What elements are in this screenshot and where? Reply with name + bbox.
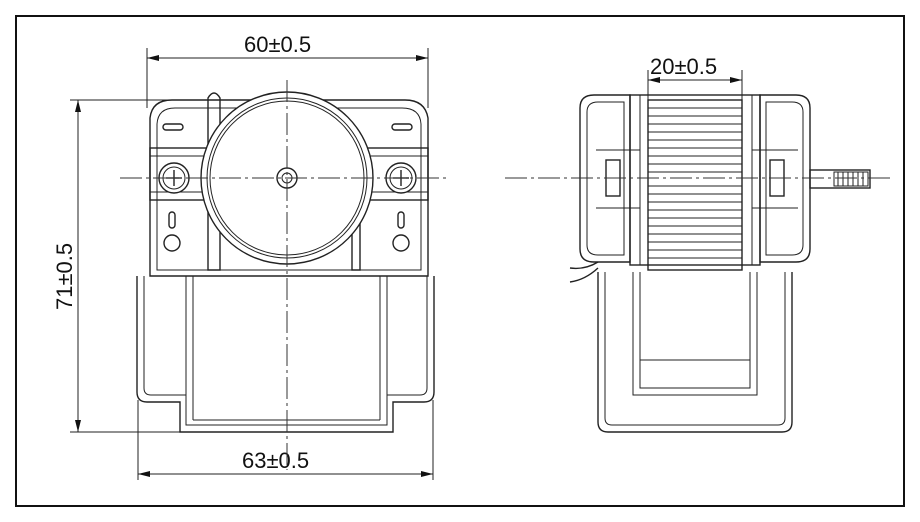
dimension-top-label: 60±0.5	[244, 32, 311, 57]
dimension-left-label: 71±0.5	[52, 243, 77, 310]
lamination-stack	[647, 99, 743, 271]
side-view: 20±0.5	[505, 54, 890, 433]
dimension-left-front: 71±0.5	[52, 99, 205, 433]
motor-shaft	[809, 169, 871, 189]
front-view: 60±0.5 71±0.5 63±0.5	[52, 32, 450, 480]
dimension-top-side: 20±0.5	[647, 54, 743, 100]
dimension-top-front: 60±0.5	[146, 32, 429, 108]
drawing-border	[15, 15, 905, 507]
dimension-bottom-label: 63±0.5	[242, 448, 309, 473]
dimension-side-label: 20±0.5	[650, 54, 717, 79]
dimension-bottom-front: 63±0.5	[137, 400, 434, 480]
